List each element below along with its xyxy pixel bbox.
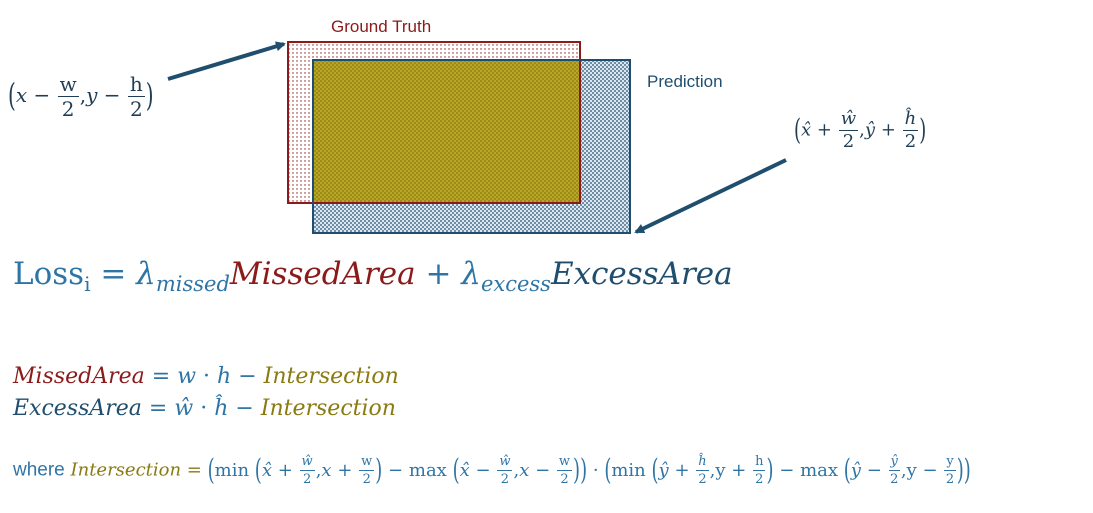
intersection-area [313,60,580,203]
missed-area-equation: MissedArea = w · h − Intersection [13,364,399,389]
bbox-diagram: Ground Truth Prediction [167,17,787,234]
excess-area-equation: ExcessArea = ŵ · ĥ − Intersection [13,396,396,421]
bottom-right-arrow [634,158,787,234]
prediction-label: Prediction [647,72,723,91]
loss-equation: Lossi = λmissedMissedArea + λexcessExces… [13,256,733,297]
ground-truth-label: Ground Truth [331,17,431,36]
top-left-arrow [167,41,286,81]
